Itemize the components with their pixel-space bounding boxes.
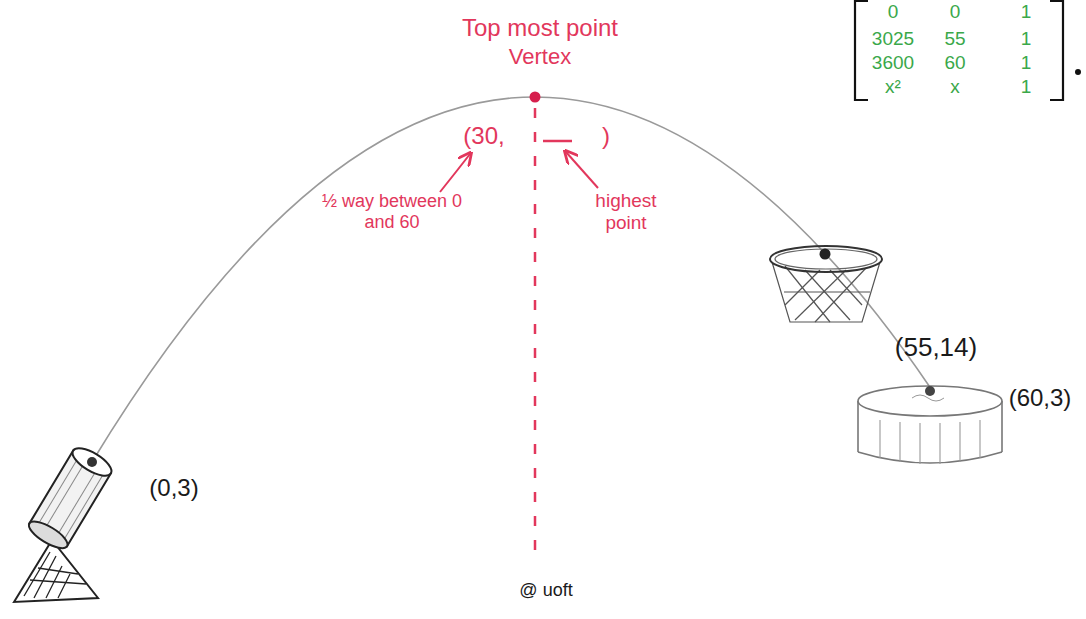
heading-note: Vertex <box>509 44 571 69</box>
coordinate-label: (60,3) <box>1009 384 1072 412</box>
matrix-cell: x² <box>885 76 901 98</box>
multiply-dot <box>1075 69 1081 75</box>
matrix-cell: 1 <box>1021 28 1032 50</box>
coordinate-label: (0,3) <box>149 474 198 502</box>
matrix-cell: 3025 <box>872 28 914 50</box>
annotation-note: highest point <box>580 190 672 234</box>
coordinate-label: ) <box>602 122 610 150</box>
matrix-cell: 0 <box>888 1 899 23</box>
heading-note: Top most point <box>462 14 618 42</box>
matrix-cell: 0 <box>950 1 961 23</box>
basketball-hoop <box>770 246 882 322</box>
matrix-cell: 1 <box>1021 52 1032 74</box>
coordinate-label: (30, <box>463 122 504 150</box>
annotation-note: ½ way between 0 and 60 <box>317 191 467 232</box>
symmetry-axis <box>534 108 537 562</box>
water-bucket <box>858 386 1002 464</box>
trajectory-arc <box>92 97 930 462</box>
matrix-cell: 55 <box>944 28 965 50</box>
vertex-dot <box>530 92 541 103</box>
cannon-drawing <box>14 443 115 602</box>
coordinate-label: (55,14) <box>895 333 977 363</box>
matrix-cell: x <box>950 76 960 98</box>
pointer-arrow <box>566 152 598 188</box>
matrix-cell: 60 <box>944 52 965 74</box>
matrix-cell: 1 <box>1021 76 1032 98</box>
matrix-cell: 3600 <box>872 52 914 74</box>
pointer-arrow <box>440 154 470 192</box>
matrix-cell: 1 <box>1021 1 1032 23</box>
watermark: @ uoft <box>519 580 572 601</box>
blank-line <box>543 140 572 143</box>
matrix-bracket <box>855 1 1063 100</box>
